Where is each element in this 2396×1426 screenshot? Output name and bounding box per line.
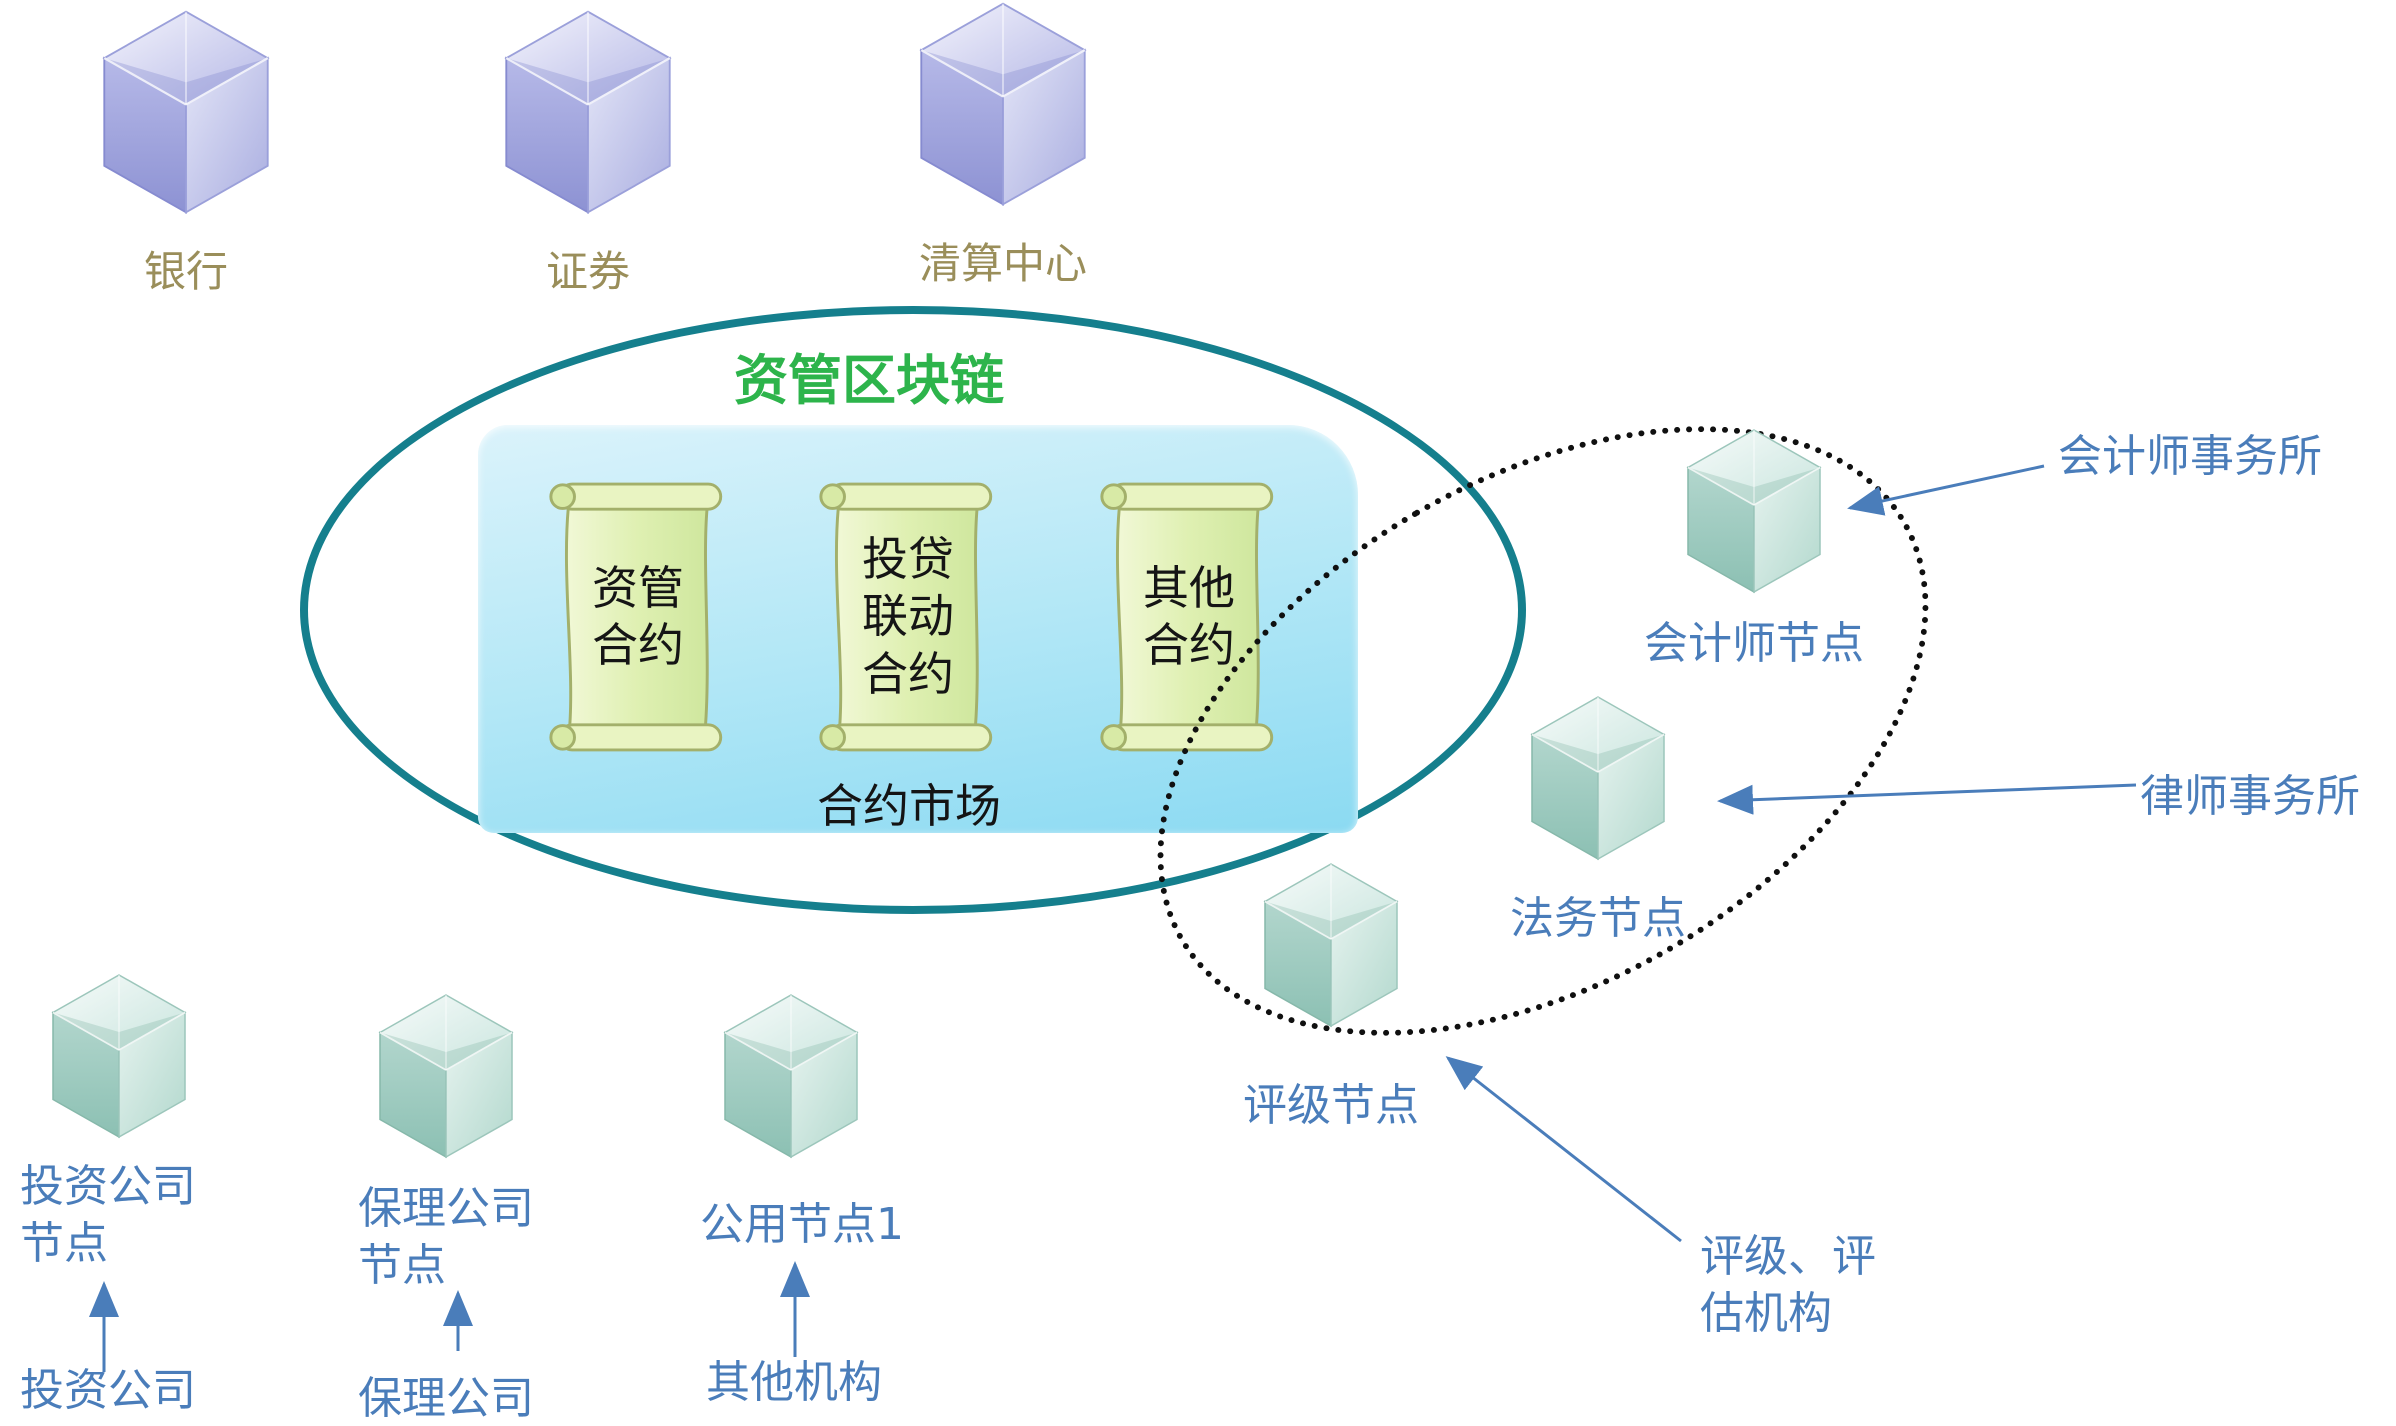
cube-3d-purple-icon: [505, 10, 671, 214]
accounting-firm-label: 会计师事务所: [2058, 431, 2322, 482]
node-securities-label: 证券: [545, 247, 630, 296]
cube-3d-teal-icon: [379, 994, 513, 1158]
factoring-company-label: 保理公司: [358, 1373, 534, 1424]
cube-3d-purple-icon: [920, 2, 1086, 206]
contract-label: 资管 合约: [592, 560, 684, 673]
node-bank-label: 银行: [143, 247, 228, 296]
blockchain-title: 资管区块链: [734, 349, 1004, 412]
node-accountant: 会计师节点: [1624, 427, 1884, 671]
node-investment-company-label: 投资公司 节点: [20, 1161, 196, 1270]
rating-agency-label: 评级、评 估机构: [1700, 1231, 1876, 1340]
node-legal: 法务节点: [1468, 694, 1728, 946]
cube-3d-teal-icon: [1531, 696, 1665, 860]
cube-3d-teal-icon: [724, 994, 858, 1158]
node-rating-label: 评级节点: [1243, 1080, 1419, 1131]
contract-market-label: 合约市场: [817, 779, 1001, 833]
blockchain-boundary-ellipse: [300, 306, 1526, 914]
arrow-rating-agency-to-group: [1445, 1056, 1682, 1243]
node-bank: 银行: [56, 8, 316, 299]
investment-company-label: 投资公司: [20, 1365, 196, 1416]
node-public-label: 公用节点1: [700, 1199, 904, 1250]
cube-3d-teal-icon: [52, 974, 186, 1138]
contract-scroll-asset: 资管 合约: [542, 471, 734, 763]
node-clearing-center-label: 清算中心: [918, 239, 1087, 288]
node-clearing-center: 清算中心: [863, 0, 1143, 291]
other-institutions-label: 其他机构: [706, 1357, 882, 1408]
contract-scroll-other: 其他 合约: [1093, 471, 1285, 763]
contract-scroll-invest-loan: 投贷 联动 合约: [812, 471, 1004, 763]
node-legal-label: 法务节点: [1510, 893, 1686, 944]
cube-3d-teal-icon: [1687, 429, 1821, 593]
node-factoring-company-label: 保理公司 节点: [358, 1183, 534, 1292]
cube-3d-teal-icon: [1264, 863, 1398, 1027]
node-securities: 证券: [458, 8, 718, 299]
cube-3d-purple-icon: [103, 10, 269, 214]
law-firm-label: 律师事务所: [2140, 771, 2360, 822]
node-rating: 评级节点: [1196, 861, 1466, 1133]
contract-label: 其他 合约: [1143, 560, 1235, 673]
contract-label: 投贷 联动 合约: [862, 531, 954, 701]
node-accountant-label: 会计师节点: [1644, 618, 1864, 669]
